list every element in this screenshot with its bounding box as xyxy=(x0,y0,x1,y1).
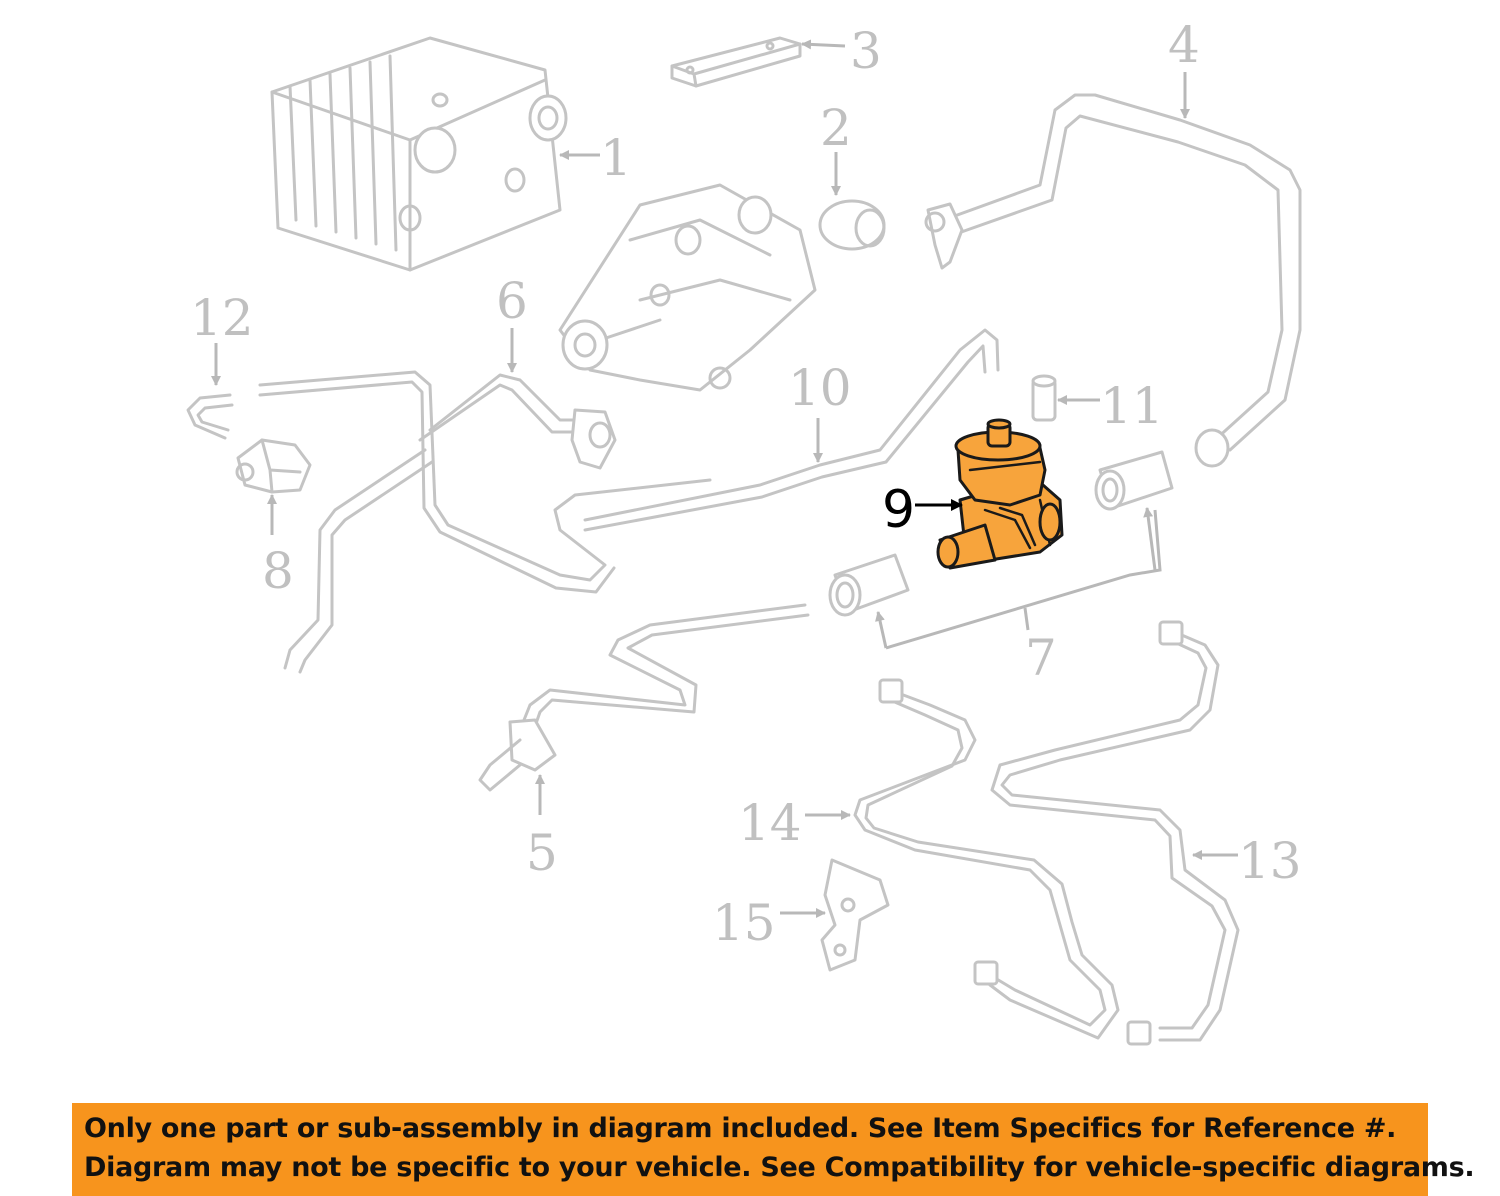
control-valve-highlighted xyxy=(936,418,1064,570)
svg-text:6: 6 xyxy=(496,272,528,330)
svg-text:12: 12 xyxy=(190,289,254,347)
svg-text:14: 14 xyxy=(738,794,802,852)
callout-1: 1 xyxy=(559,129,632,187)
callout-4: 4 xyxy=(1168,16,1200,119)
svg-text:11: 11 xyxy=(1100,377,1164,435)
svg-text:4: 4 xyxy=(1168,16,1200,74)
hose-pair xyxy=(828,450,1174,617)
svg-text:1: 1 xyxy=(600,129,632,187)
sleeve xyxy=(1031,374,1057,422)
svg-text:10: 10 xyxy=(788,359,852,417)
oil-cooler xyxy=(270,36,568,272)
callout-5: 5 xyxy=(526,774,558,882)
callout-8: 8 xyxy=(262,494,294,600)
svg-text:13: 13 xyxy=(1238,832,1302,890)
metal-lines xyxy=(853,620,1240,1046)
small-hose xyxy=(186,393,234,440)
disclaimer-banner: Only one part or sub-assembly in diagram… xyxy=(72,1103,1475,1196)
callout-13: 13 xyxy=(1192,832,1302,890)
coolant-pipe-left xyxy=(258,370,712,674)
callout-11: 11 xyxy=(1057,377,1164,435)
svg-text:3: 3 xyxy=(850,22,882,80)
bracket-plate xyxy=(820,858,890,972)
callout-10: 10 xyxy=(788,359,852,463)
coolant-line-thin xyxy=(583,328,1000,532)
callout-2: 2 xyxy=(820,99,852,196)
coolant-pipe-upper xyxy=(924,93,1302,468)
callout-14: 14 xyxy=(738,794,851,852)
sensor xyxy=(235,438,312,494)
svg-text:2: 2 xyxy=(820,99,852,157)
svg-text:15: 15 xyxy=(712,894,776,952)
svg-text:5: 5 xyxy=(526,824,558,882)
svg-text:7: 7 xyxy=(1025,629,1057,687)
callout-15: 15 xyxy=(712,894,826,952)
disclaimer-line-2: Diagram may not be specific to your vehi… xyxy=(84,1152,1475,1183)
callout-7: 7 xyxy=(875,507,1162,687)
callout-12: 12 xyxy=(190,289,254,386)
disclaimer-line-1: Only one part or sub-assembly in diagram… xyxy=(84,1113,1397,1144)
callout-9: 9 xyxy=(882,480,963,540)
callout-3: 3 xyxy=(801,22,882,80)
svg-text:9: 9 xyxy=(882,480,915,540)
bracket xyxy=(670,36,802,88)
thermostat-housing xyxy=(558,183,886,392)
coolant-pipe-lower xyxy=(478,603,810,792)
svg-text:8: 8 xyxy=(262,542,294,600)
callout-6: 6 xyxy=(496,272,528,373)
